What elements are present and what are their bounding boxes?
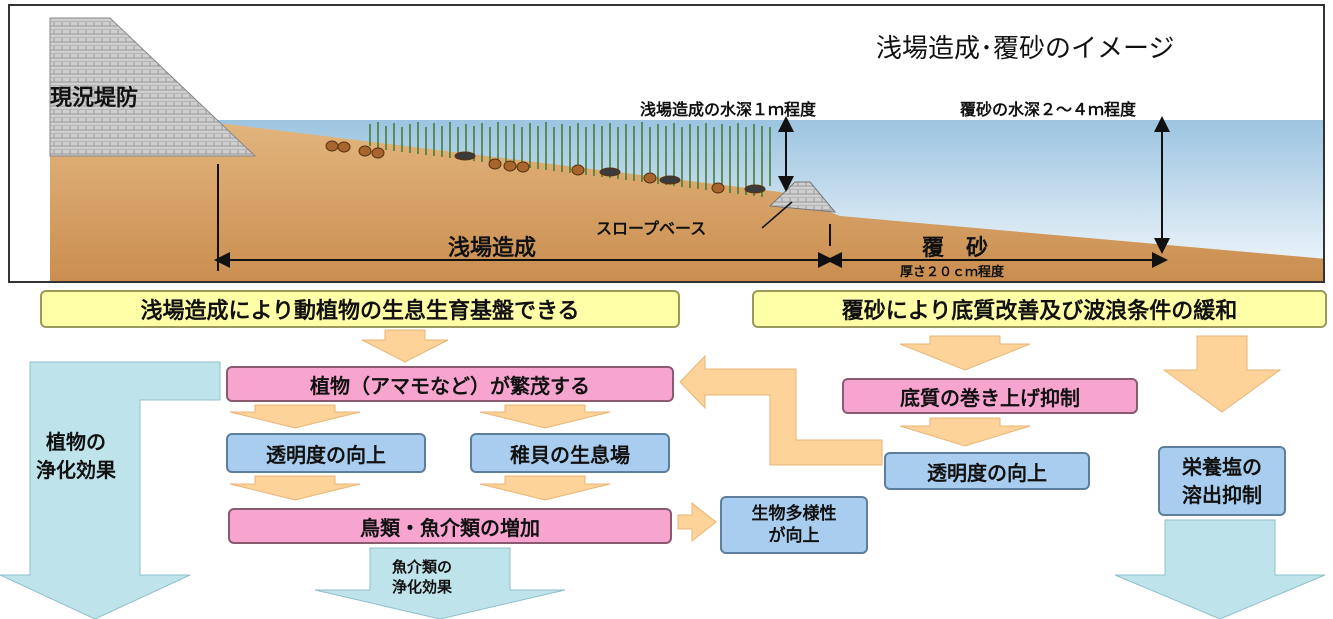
left-header-box: 浅場造成により動植物の生息生育基盤できる — [40, 290, 680, 328]
fish-effect-label: 魚介類の 浄化効果 — [392, 558, 453, 596]
arrow-header-to-nutrient — [1162, 335, 1282, 413]
plants-thrive-box: 植物（アマモなど）が繁茂する — [226, 366, 674, 402]
cover-section-label: 覆 砂 — [922, 236, 989, 261]
nutrient-suppression-box: 栄養塩の 溶出抑制 — [1158, 446, 1286, 516]
shellfish-illustration — [325, 140, 766, 194]
cross-section-panel: 浅場造成･覆砂のイメージ 現況堤防 浅場造成の水深１ｍ程度 覆砂の水深２～４ｍ程… — [8, 4, 1325, 283]
transparency-right-box: 透明度の向上 — [884, 452, 1090, 490]
cover-depth-label: 覆砂の水深２～４ｍ程度 — [960, 100, 1137, 119]
seagrass-illustration — [369, 122, 771, 197]
arrow-header-to-plants — [361, 329, 449, 363]
levee-label: 現況堤防 — [50, 86, 139, 111]
arrow-resuspension-to-transparency — [899, 417, 1031, 447]
arrow-birds-to-biodiversity — [677, 501, 717, 543]
arrow-juvenile-to-birds — [479, 475, 611, 501]
biodiversity-box: 生物多様性 が向上 — [720, 496, 868, 554]
diagram-title: 浅場造成･覆砂のイメージ — [876, 34, 1175, 64]
shallow-section-label: 浅場造成 — [448, 236, 537, 261]
shallow-depth-label: 浅場造成の水深１ｍ程度 — [640, 100, 817, 119]
juvenile-habitat-box: 稚貝の生息場 — [470, 433, 670, 473]
transparency-left-box: 透明度の向上 — [226, 433, 426, 473]
right-header-box: 覆砂により底質改善及び波浪条件の緩和 — [752, 290, 1327, 328]
seabed-soil — [50, 122, 1323, 281]
levee-shape — [49, 17, 257, 157]
plant-effect-arrow — [0, 361, 221, 619]
arrow-transparency-to-birds — [229, 475, 361, 501]
arrow-plants-to-transparency — [229, 404, 361, 429]
arrow-header-to-resuspension — [899, 335, 1031, 371]
cross-section-svg — [49, 17, 1323, 281]
cover-thickness-label: 厚さ２０ｃｍ程度 — [900, 265, 1005, 280]
birds-fish-box: 鳥類・魚介類の増加 — [228, 508, 672, 544]
arrow-plants-to-juvenile — [479, 404, 611, 429]
plant-effect-label: 植物の 浄化効果 — [36, 430, 116, 482]
nutrient-effect-arrow — [1114, 519, 1326, 619]
slope-base-pointer — [761, 201, 793, 229]
slope-base-label: スロープベース — [596, 219, 707, 238]
suppress-resuspension-box: 底質の巻き上げ抑制 — [842, 378, 1138, 414]
